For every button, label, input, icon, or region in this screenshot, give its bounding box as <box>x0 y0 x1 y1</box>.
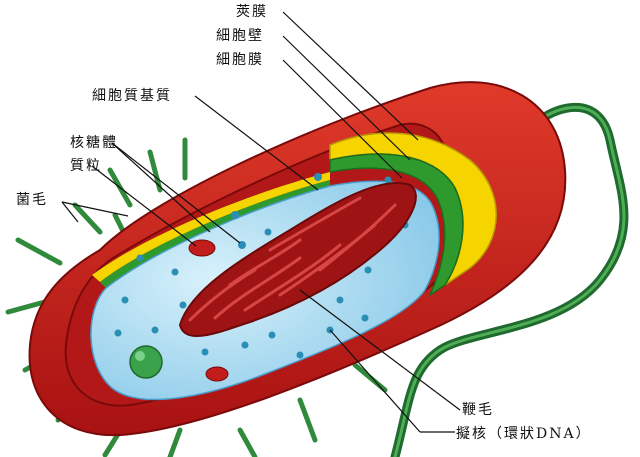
label-capsule: 莢膜 <box>236 4 268 20</box>
leader-lines <box>61 11 461 433</box>
label-flagellum: 鞭毛 <box>462 402 494 418</box>
storage-granule <box>129 345 163 379</box>
nucleoid-dna <box>178 182 417 338</box>
cell-membrane-layer <box>329 153 464 298</box>
label-cell-wall: 細胞壁 <box>216 28 264 44</box>
label-plasmid: 質粒 <box>70 158 102 174</box>
plasmid-shape <box>188 239 229 382</box>
label-pili: 菌毛 <box>16 192 48 208</box>
label-cytoplasm: 細胞質基質 <box>92 88 172 104</box>
label-ribosome: 核糖體 <box>70 135 118 151</box>
label-nucleoid: 擬核（環狀DNA） <box>456 426 592 442</box>
label-cell-membrane: 細胞膜 <box>216 52 264 68</box>
